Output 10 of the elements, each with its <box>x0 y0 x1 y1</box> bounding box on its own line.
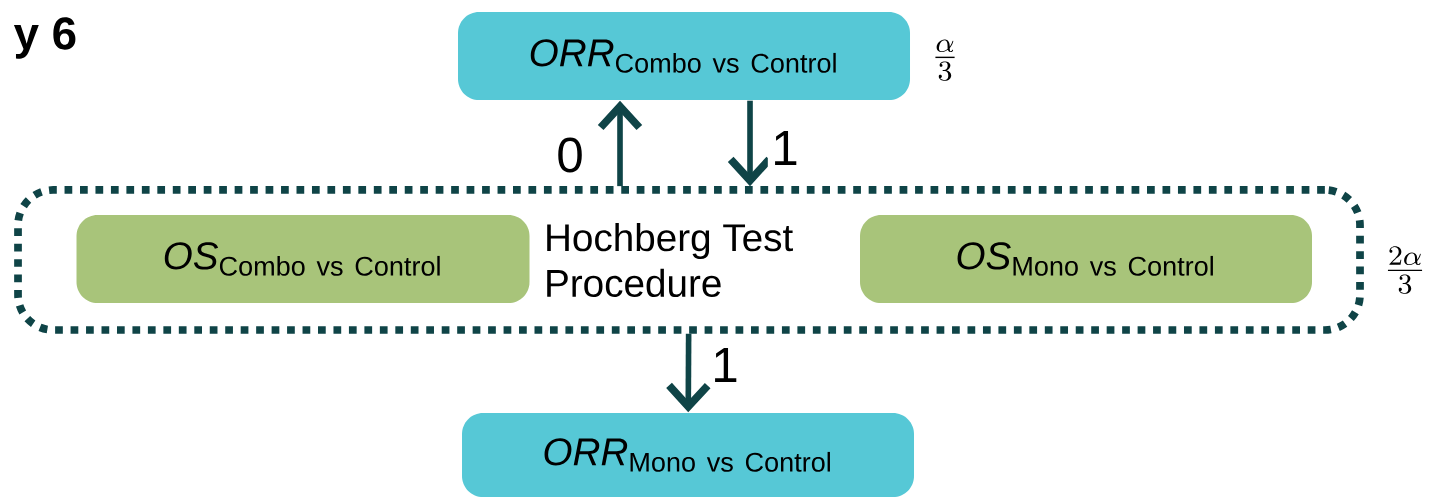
edge-label: 1 <box>707 344 743 386</box>
edge-label: 1 <box>767 127 803 169</box>
outcome-box: $\mathit{ORR}_{\mathrm{Mono\ vs\ Control}}$ <box>462 413 914 497</box>
endpoint-box: $\mathit{OS}_{\mathrm{Mono\ vs\ Control}}$ <box>860 215 1312 303</box>
fraction-label: $\frac{2\alpha}{3}$ <box>1387 246 1423 294</box>
fraction-label: $\frac{\alpha}{3}$ <box>935 39 955 81</box>
outcome-box: $\mathit{ORR}_{\mathrm{Combo\ vs\ Control}}$ <box>458 12 910 100</box>
heading-text: y 6 <box>13 17 76 59</box>
endpoint-box: $\mathit{OS}_{\mathrm{Combo\ vs\ Control}}$ <box>76 215 530 303</box>
edge-label: 0 <box>552 134 588 176</box>
